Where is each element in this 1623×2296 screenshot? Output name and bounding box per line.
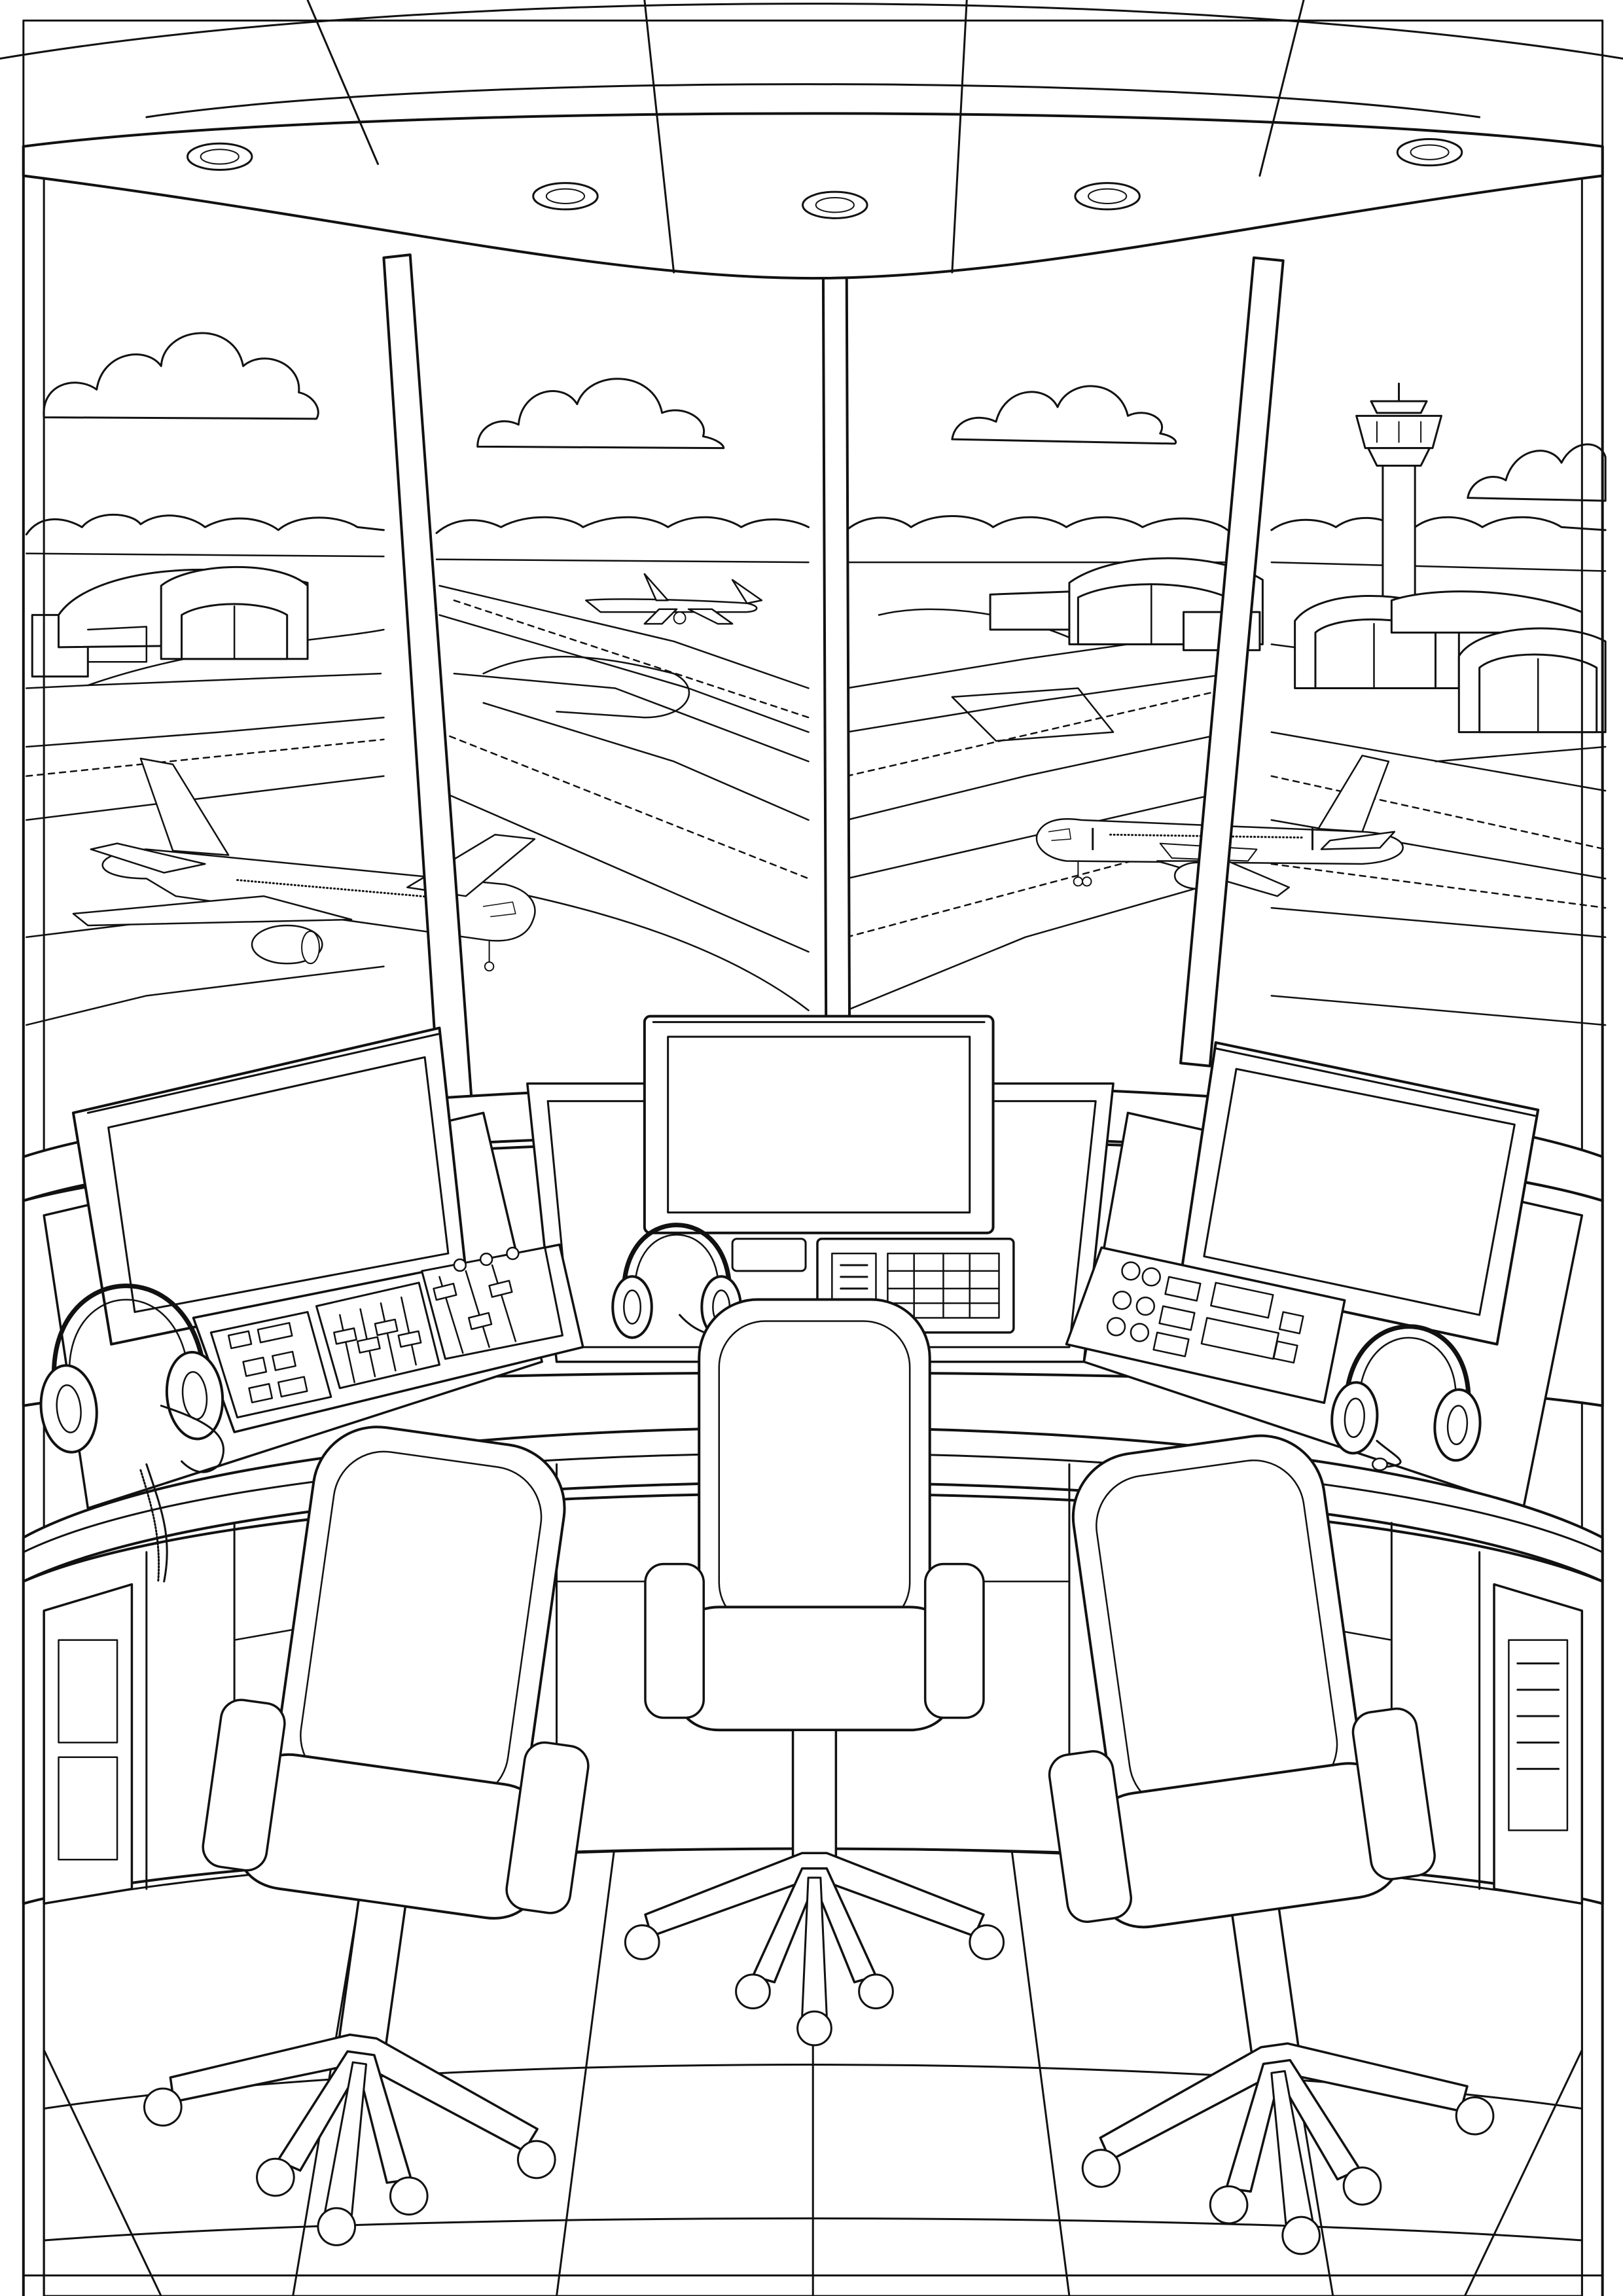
monitor-icon <box>645 1016 993 1233</box>
hangar-icon <box>1295 592 1606 732</box>
airfield <box>26 586 1605 1025</box>
cloud-icon <box>952 386 1176 444</box>
center-control-panel <box>732 1239 1014 1333</box>
hangar-icon <box>32 567 308 676</box>
ceiling-light-icon <box>803 192 867 218</box>
keypad-icon <box>211 1312 331 1418</box>
ceiling-light-icon <box>1397 139 1461 166</box>
cloud-icon <box>44 333 318 419</box>
ceiling <box>0 0 1623 278</box>
monitor-icon <box>73 1028 466 1344</box>
cloud-icon <box>1468 444 1605 501</box>
ceiling-light-icon <box>187 143 251 170</box>
headset-icon <box>29 1277 226 1582</box>
slider-fader-icon <box>422 1247 563 1359</box>
headset-icon <box>1330 1321 1487 1470</box>
monitor-icon <box>1181 1043 1538 1344</box>
left-control-panel <box>193 1245 582 1432</box>
keypad-icon <box>1107 1263 1303 1363</box>
airplane-icon <box>586 574 762 624</box>
cloud-icon <box>478 379 724 448</box>
right-control-panel <box>1066 1247 1344 1403</box>
control-tower-icon <box>1357 384 1442 603</box>
slider-fader-icon <box>316 1283 439 1388</box>
ceiling-light-icon <box>533 183 597 209</box>
sky <box>26 333 1605 571</box>
airplane-icon <box>73 759 535 971</box>
ceiling-light-icon <box>1075 183 1139 209</box>
